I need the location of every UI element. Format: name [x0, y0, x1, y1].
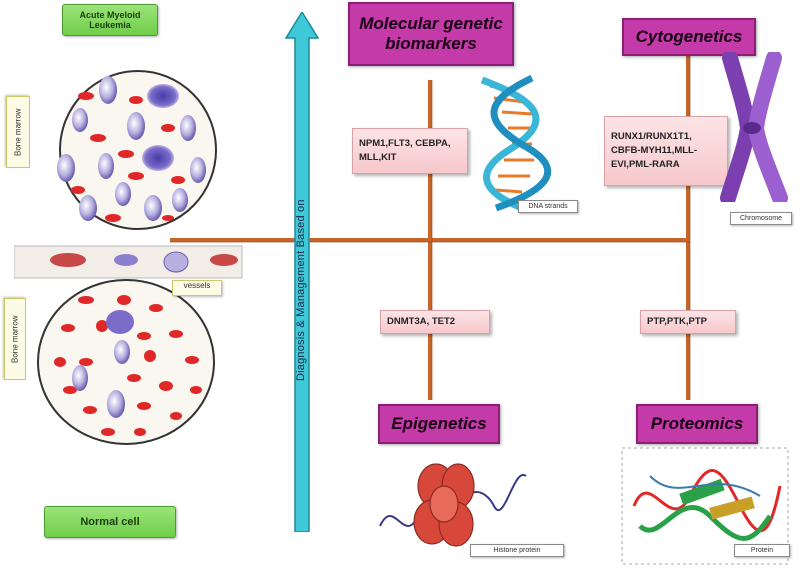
epigenetics-markers-box: DNMT3A, TET2	[380, 310, 490, 334]
aml-bone-marrow-circle	[57, 70, 217, 230]
diagnosis-arrow	[284, 12, 320, 532]
protein-tag: Protein	[734, 544, 790, 557]
epigenetics-title: Epigenetics	[378, 404, 500, 444]
normal-cell-label: Normal cell	[44, 506, 176, 538]
axis-label: Diagnosis & Management Based on	[295, 199, 307, 381]
vessels-tag: vessels	[172, 280, 222, 296]
bone-marrow-bottom-tag: Bone marrow	[4, 298, 26, 380]
normal-bone-marrow-circle	[37, 279, 215, 445]
proteomics-title: Proteomics	[636, 404, 758, 444]
molecular-markers-box: NPM1,FLT3, CEBPA, MLL,KIT	[352, 128, 468, 174]
cytogenetics-markers-box: RUNX1/RUNX1T1, CBFB-MYH11,MLL-EVI,PML-RA…	[604, 116, 728, 186]
chromosome-icon	[720, 52, 788, 202]
bone-marrow-top-tag: Bone marrow	[6, 96, 30, 168]
cytogenetics-title: Cytogenetics	[622, 18, 756, 56]
molecular-title: Molecular genetic biomarkers	[348, 2, 514, 66]
blood-cell-icon	[57, 76, 206, 221]
aml-label: Acute Myeloid Leukemia	[62, 4, 158, 36]
dna-tag: DNA strands	[518, 200, 578, 213]
chromosome-tag: Chromosome	[730, 212, 792, 225]
proteomics-markers-box: PTP,PTK,PTP	[640, 310, 736, 334]
vessel-strip	[14, 245, 243, 279]
histone-tag: Histone protein	[470, 544, 564, 557]
dna-helix-icon	[480, 74, 552, 212]
histone-icon	[379, 463, 527, 547]
